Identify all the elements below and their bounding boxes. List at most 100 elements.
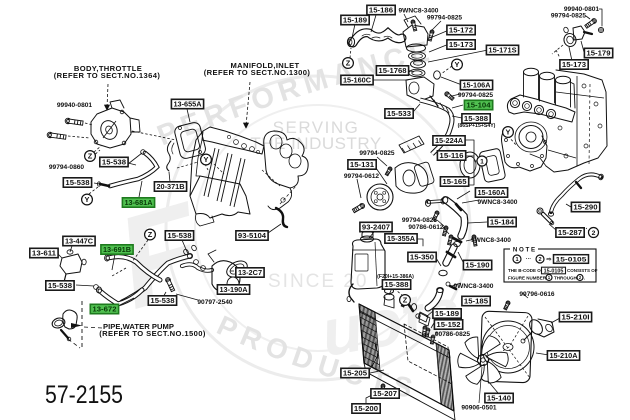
svg-text:15-210A: 15-210A: [549, 351, 578, 360]
svg-text:BODY,THROTTLE: BODY,THROTTLE: [74, 64, 142, 73]
svg-text:15-538: 15-538: [150, 296, 174, 305]
svg-text:15-1768: 15-1768: [378, 66, 406, 75]
svg-text:15-205: 15-205: [343, 369, 367, 378]
svg-text:PIPE,WATER PUMP: PIPE,WATER PUMP: [103, 322, 174, 331]
svg-text:15-179: 15-179: [586, 49, 610, 58]
svg-text:2: 2: [538, 257, 541, 263]
svg-text:15-184: 15-184: [490, 218, 515, 227]
svg-text:13-190A: 13-190A: [219, 285, 248, 294]
svg-text:99794-0825: 99794-0825: [402, 217, 438, 224]
svg-text:15-388: 15-388: [464, 114, 488, 123]
svg-text:15-0105: 15-0105: [556, 256, 587, 263]
svg-text:Y: Y: [85, 195, 90, 204]
svg-text:13-2C7: 13-2C7: [238, 268, 262, 277]
svg-text:Z: Z: [346, 59, 351, 68]
svg-text:99794-0825: 99794-0825: [427, 14, 463, 21]
svg-text:13-681A: 13-681A: [124, 198, 153, 207]
svg-text:99794-0825: 99794-0825: [359, 150, 395, 157]
svg-text:15-538: 15-538: [48, 281, 72, 290]
svg-text:(REFER TO SECT.NO.1500): (REFER TO SECT.NO.1500): [99, 329, 206, 338]
svg-text:99796-0616: 99796-0616: [519, 291, 555, 298]
svg-text:SINCE 20: SINCE 20: [268, 271, 368, 292]
svg-text:THE INDUSTRY: THE INDUSTRY: [250, 134, 381, 153]
svg-text:57-2155: 57-2155: [45, 381, 123, 409]
svg-text:15-165: 15-165: [442, 177, 466, 186]
svg-text:15-290: 15-290: [573, 203, 597, 212]
svg-text:Y: Y: [204, 155, 209, 164]
svg-text:N O T E: N O T E: [513, 247, 535, 254]
svg-text:90786-0825: 90786-0825: [435, 331, 471, 338]
svg-text:15-350: 15-350: [410, 253, 434, 262]
svg-text:Y: Y: [455, 60, 460, 69]
svg-text:15-140: 15-140: [487, 394, 511, 403]
svg-text:15-538: 15-538: [65, 178, 89, 187]
svg-text:15-152: 15-152: [436, 320, 460, 329]
svg-text:15-185: 15-185: [464, 297, 488, 306]
svg-text:15-200: 15-200: [354, 404, 378, 413]
svg-text:15-173: 15-173: [562, 60, 586, 69]
svg-text:99794-0825: 99794-0825: [458, 92, 494, 99]
svg-text:13-655A: 13-655A: [173, 100, 202, 109]
svg-text:15-186: 15-186: [369, 6, 393, 15]
svg-text:9WNC8-3400: 9WNC8-3400: [454, 283, 494, 290]
svg-text:15-355A: 15-355A: [387, 234, 416, 243]
svg-text:99794-0825: 99794-0825: [551, 12, 587, 19]
svg-text:1: 1: [480, 158, 484, 165]
svg-text:15-171S: 15-171S: [488, 46, 516, 55]
svg-text:15-287: 15-287: [558, 228, 582, 237]
svg-text:2: 2: [579, 275, 582, 280]
svg-text:15-173: 15-173: [449, 40, 473, 49]
svg-text:15-207: 15-207: [373, 389, 397, 398]
svg-text:1: 1: [548, 275, 551, 280]
svg-text:Z: Z: [148, 230, 153, 239]
svg-text:15-106A: 15-106A: [462, 81, 491, 90]
svg-text:15-172: 15-172: [449, 26, 473, 35]
svg-text:99794-0860: 99794-0860: [49, 164, 85, 171]
svg-text:9WNC8-3400: 9WNC8-3400: [478, 199, 518, 206]
svg-text:20-371B: 20-371B: [156, 182, 184, 191]
svg-text:99940-0801: 99940-0801: [57, 102, 93, 109]
svg-text:15-189: 15-189: [435, 309, 459, 318]
svg-text:93-5104: 93-5104: [238, 231, 267, 240]
svg-text:SERVING: SERVING: [273, 118, 360, 137]
svg-text:90797-2540: 90797-2540: [197, 299, 233, 306]
svg-text:90906-0501: 90906-0501: [461, 404, 497, 411]
svg-text:13-672: 13-672: [92, 305, 116, 314]
svg-text:15-538: 15-538: [102, 158, 126, 167]
svg-text:13-447C: 13-447C: [65, 237, 94, 246]
svg-text:15-104: 15-104: [466, 101, 491, 110]
svg-text:15-224A: 15-224A: [435, 136, 464, 145]
svg-text:MANIFOLD,INLET: MANIFOLD,INLET: [230, 61, 299, 70]
svg-text:⇨: ⇨: [546, 257, 551, 263]
svg-text:Z: Z: [88, 152, 93, 161]
svg-text:15-388: 15-388: [384, 280, 408, 289]
svg-text:13-611: 13-611: [32, 249, 56, 258]
svg-text:93-2407: 93-2407: [362, 223, 390, 232]
svg-text:9WNC8-3400: 9WNC8-3400: [471, 237, 511, 244]
svg-text:THE B-CODE OF: THE B-CODE OF: [508, 268, 544, 273]
svg-text:···: ···: [526, 257, 532, 263]
svg-text:9WNC8-3400: 9WNC8-3400: [399, 7, 439, 14]
svg-text:13-691B: 13-691B: [103, 245, 131, 254]
svg-text:(REFER TO SECT.NO.1364): (REFER TO SECT.NO.1364): [54, 71, 161, 80]
svg-text:15-533: 15-533: [387, 109, 411, 118]
svg-text:15-116: 15-116: [439, 151, 463, 160]
svg-text:15-189: 15-189: [343, 16, 367, 25]
svg-text:99940-0801: 99940-0801: [564, 6, 600, 13]
svg-text:1: 1: [515, 257, 518, 263]
svg-text:99794-0612: 99794-0612: [344, 173, 380, 180]
svg-text:15-210I: 15-210I: [561, 313, 589, 322]
svg-text:2: 2: [592, 230, 596, 237]
svg-text:FIGURE NUMBERS: FIGURE NUMBERS: [508, 275, 549, 280]
svg-text:.: .: [584, 275, 585, 280]
svg-text:(REFER TO SECT.NO.1300): (REFER TO SECT.NO.1300): [204, 68, 311, 77]
svg-text:THROUGH: THROUGH: [554, 275, 577, 280]
svg-text:15-160C: 15-160C: [343, 76, 372, 85]
svg-text:Y: Y: [506, 128, 511, 137]
svg-text:(86SP+15+S4Y): (86SP+15+S4Y): [458, 123, 496, 129]
svg-text:15-131: 15-131: [350, 160, 374, 169]
svg-text:90786-0612: 90786-0612: [408, 224, 444, 231]
svg-text:Z: Z: [403, 296, 408, 305]
svg-text:CONSISTS OF: CONSISTS OF: [567, 268, 598, 273]
svg-text:15-190: 15-190: [465, 261, 489, 270]
